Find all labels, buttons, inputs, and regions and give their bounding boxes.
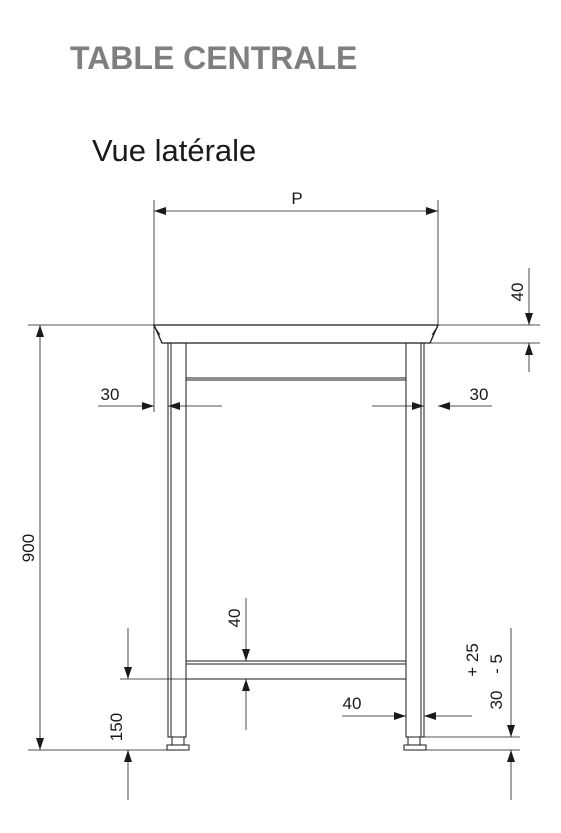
depth-label: P: [291, 189, 302, 208]
shelf-thickness-label: 40: [225, 609, 244, 628]
view-subtitle: Vue latérale: [92, 133, 257, 168]
foot-base-label: 30: [487, 691, 506, 710]
left-offset-label: 30: [101, 385, 120, 404]
table-top: [152, 324, 440, 344]
right-offset-label: 30: [470, 385, 489, 404]
foot-adjust-minus-label: - 5: [487, 654, 506, 674]
right-leg: [403, 342, 427, 751]
lower-shelf-rail: [185, 660, 407, 680]
top-thickness-label: 40: [508, 283, 527, 302]
overall-height-label: 900: [19, 534, 38, 562]
shelf-height-label: 150: [107, 713, 126, 741]
page-title: TABLE CENTRALE: [70, 40, 358, 76]
left-leg: [166, 342, 190, 751]
upper-rail: [185, 342, 407, 381]
leg-width-label: 40: [343, 694, 362, 713]
foot-adjust-plus-label: + 25: [463, 643, 482, 677]
